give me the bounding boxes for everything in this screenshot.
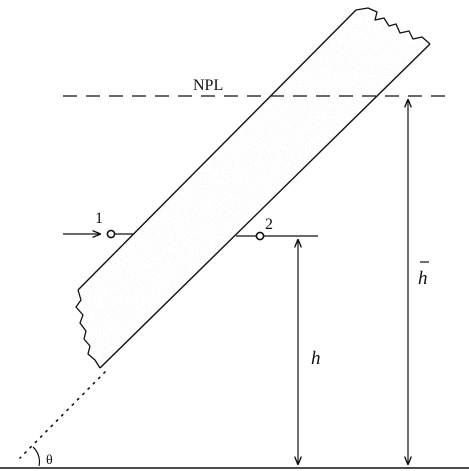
angle-arc xyxy=(32,446,41,467)
shaft-axis-extension xyxy=(19,371,106,459)
point-2-marker xyxy=(255,231,265,241)
angle-label: θ xyxy=(46,453,53,468)
shaft-stipple-fill xyxy=(78,8,430,370)
dimension-hbar-label: h xyxy=(418,268,428,289)
dimension-h-label: h xyxy=(311,348,321,369)
shaft-upper-wall xyxy=(77,9,357,291)
point-1-marker xyxy=(106,229,116,239)
shaft-top-break xyxy=(355,7,431,45)
npl-label: NPL xyxy=(193,77,223,94)
shaft-bottom-break xyxy=(75,289,101,369)
point-1-label: 1 xyxy=(95,210,103,227)
point-2-label: 2 xyxy=(265,216,273,233)
shaft-lower-wall xyxy=(99,43,431,369)
